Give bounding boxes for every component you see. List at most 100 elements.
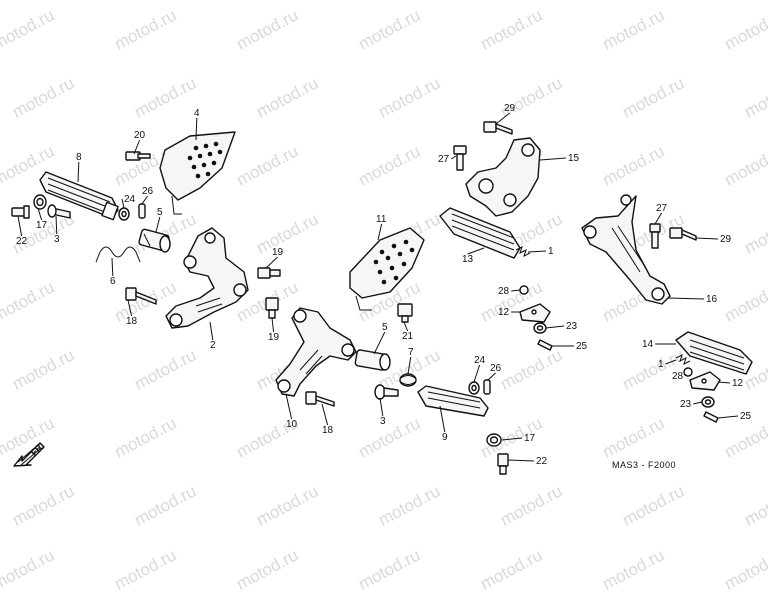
part-pivot-right [354, 349, 391, 371]
part-passenger-bracket-right [581, 194, 671, 305]
part-collar-17-right [486, 433, 502, 447]
leader-line [209, 321, 214, 341]
callout-number: 24 [124, 194, 136, 205]
part-bolt-27-upper [453, 145, 467, 171]
leader-line [439, 405, 446, 433]
leader-line [285, 393, 293, 420]
leader-line [539, 157, 567, 161]
callout-number: 19 [272, 247, 284, 258]
part-spring-left [95, 246, 141, 263]
leader-line [77, 161, 80, 183]
callout-number: 23 [566, 321, 578, 332]
leader-line [665, 359, 677, 365]
part-spring-7 [399, 373, 417, 387]
callout-number: 1 [548, 246, 554, 257]
callout-number: 25 [576, 341, 588, 352]
part-pivot-left [138, 228, 171, 253]
leader-line [717, 381, 731, 384]
callout-number: 27 [438, 154, 450, 165]
callout-number: 5 [157, 207, 163, 218]
part-washer-24-right [468, 381, 480, 395]
part-bolt-27-right [649, 223, 661, 249]
part-footpeg-right [417, 385, 489, 417]
leader-line [407, 356, 412, 375]
part-pin-3-right [374, 384, 399, 400]
callout-number: 28 [498, 286, 510, 297]
callout-number: 5 [382, 322, 388, 333]
part-bolt-22 [11, 205, 30, 219]
callout-number: 2 [210, 340, 216, 351]
leader-line [373, 331, 386, 355]
leader-line [695, 237, 719, 240]
direction-arrow-icon [13, 442, 45, 467]
leader-line [55, 215, 58, 235]
part-plate-12-upper [519, 303, 551, 323]
leader-line [545, 325, 565, 329]
leader-line [141, 195, 149, 205]
callout-number: 14 [642, 339, 654, 350]
part-washer-24-left [118, 207, 130, 221]
part-bolt-29-right [669, 227, 697, 241]
part-collar-17 [33, 194, 47, 210]
callout-number: 3 [54, 234, 60, 245]
callout-number: 12 [732, 378, 744, 389]
callout-number: 11 [376, 214, 387, 225]
leader-line [17, 215, 23, 237]
callout-number: 16 [706, 294, 718, 305]
callout-number: 19 [268, 332, 280, 343]
part-bolt-19a [257, 267, 281, 279]
part-footpeg-left [39, 171, 119, 221]
leader-line [121, 198, 125, 209]
leader-line [403, 321, 409, 332]
callout-number: 24 [474, 355, 486, 366]
callout-number: 15 [568, 153, 580, 164]
part-bolt-21 [397, 303, 413, 323]
callout-number: 12 [498, 307, 510, 318]
leader-line [654, 212, 663, 225]
leader-line [467, 247, 485, 255]
leader-line [321, 403, 329, 426]
callout-number: 29 [504, 103, 516, 114]
leader-line [195, 117, 198, 141]
part-passenger-peg-left [439, 207, 521, 259]
part-bracket-right [275, 307, 357, 397]
leader-line [527, 250, 547, 253]
leader-line [487, 372, 496, 381]
part-passenger-peg-right [675, 331, 753, 375]
part-screw-25-upper [537, 339, 553, 351]
leader-line [495, 112, 510, 125]
callout-number: 7 [408, 347, 414, 358]
callout-number: 17 [36, 220, 48, 231]
callout-number: 22 [16, 236, 28, 247]
callout-number: 4 [194, 108, 200, 119]
leader-line [667, 297, 705, 300]
callout-number: 10 [286, 419, 298, 430]
leader-line [507, 459, 535, 462]
leader-line [37, 207, 43, 221]
leader-line [127, 299, 133, 317]
leader-line [717, 415, 739, 419]
part-screw-25-lower [703, 411, 719, 423]
leader-lines [17, 112, 739, 462]
callout-number: 23 [680, 399, 692, 410]
callout-number: 20 [134, 130, 146, 141]
callout-number: 3 [380, 416, 386, 427]
leader-line [693, 401, 703, 405]
part-nut-23-lower [701, 396, 715, 408]
callout-number: 18 [126, 316, 138, 327]
leader-line [379, 397, 384, 417]
part-bolt-18-right [305, 391, 335, 407]
part-bolt-19b [265, 297, 279, 319]
part-pin-26-left [138, 203, 146, 219]
callout-number: 9 [442, 432, 448, 443]
callout-number: 28 [672, 371, 684, 382]
callout-number: 26 [142, 186, 154, 197]
part-heel-guard-left [159, 131, 236, 215]
diagram-code: MAS3 - F2000 [612, 460, 677, 470]
part-bolt-20 [125, 151, 151, 161]
leader-line [377, 223, 383, 241]
part-bracket-left [165, 227, 249, 329]
part-bolt-22-right [497, 453, 509, 475]
